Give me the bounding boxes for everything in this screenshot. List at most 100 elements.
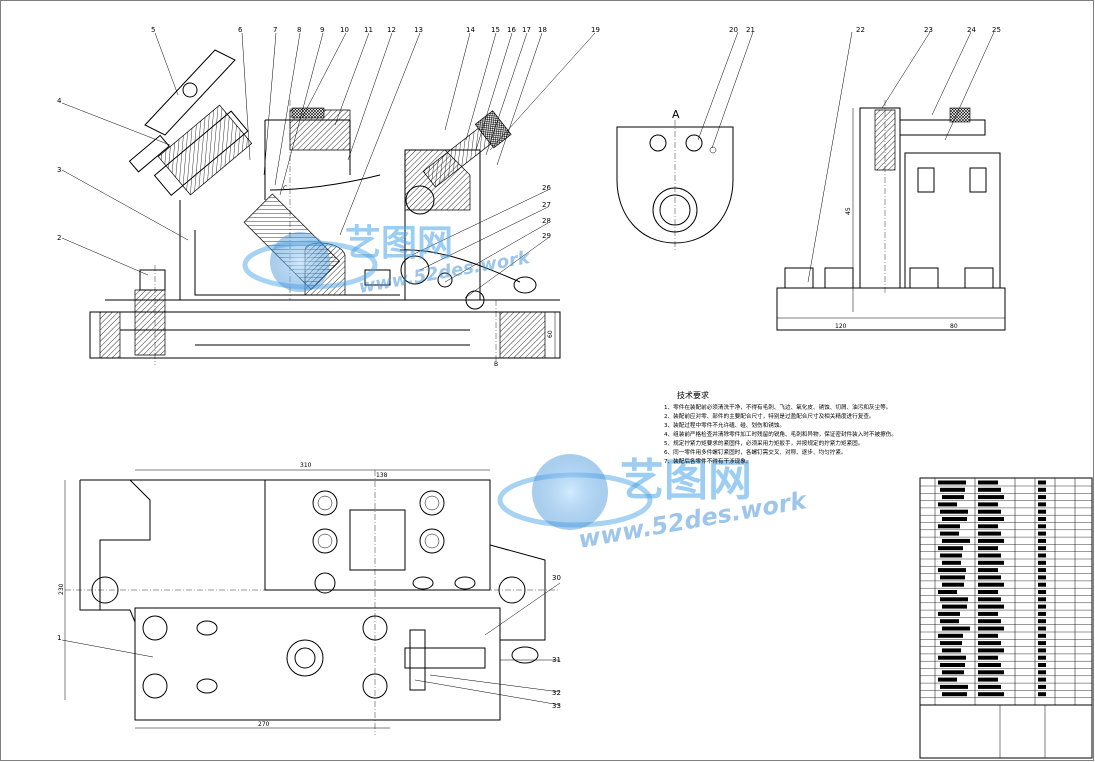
parts-list-cell-fill [978, 633, 998, 638]
part-label-6: 6 [238, 26, 243, 34]
parts-list-cell-fill [978, 677, 998, 682]
parts-list-cell-fill [1038, 611, 1046, 616]
parts-list-cell-fill [1038, 495, 1046, 500]
parts-list-cell-fill [938, 655, 966, 660]
parts-list-cell-fill [978, 546, 998, 551]
parts-list-cell-fill [942, 604, 967, 609]
parts-list-cell-fill [942, 582, 964, 587]
watermark-brand-top: 艺图网 [345, 223, 453, 264]
parts-list-cell-fill [978, 560, 1004, 565]
part-label-29: 29 [542, 232, 551, 240]
parts-list-cell-fill [1038, 531, 1046, 536]
parts-list-cell-fill [1038, 582, 1046, 587]
plan-view [61, 469, 561, 735]
parts-list-cell-fill [978, 604, 1004, 609]
part-label-4: 4 [57, 97, 62, 105]
parts-list-cell-fill [940, 641, 962, 646]
parts-list-cell-fill [938, 480, 966, 485]
requirements-title: 技术要求 [677, 390, 709, 400]
part-label-27: 27 [542, 201, 551, 209]
dim-height-label: 45 [845, 207, 852, 215]
parts-list-cell-fill [978, 641, 1001, 646]
parts-list-cell-fill [940, 663, 965, 667]
dim-front-width: 120 [835, 323, 847, 330]
parts-list-cell-fill [940, 487, 965, 492]
part-label-1: 1 [57, 634, 61, 642]
parts-list-cell-fill [978, 648, 1004, 653]
parts-list-cell-fill [1038, 648, 1046, 653]
parts-list-cell-fill [978, 590, 998, 594]
parts-list-cell-fill [978, 480, 998, 485]
parts-list-cell-fill [1038, 692, 1046, 697]
parts-list-cell-fill [978, 487, 1001, 492]
part-label-11: 11 [364, 26, 373, 34]
parts-list-cell-fill [978, 684, 1001, 689]
datum-b-label: B [494, 361, 498, 368]
parts-list-cell-fill [978, 553, 1001, 558]
parts-list-cell-fill [1038, 509, 1046, 514]
part-label-17: 17 [522, 26, 531, 34]
parts-list-cell-fill [1038, 670, 1046, 675]
parts-list-cell-fill [1038, 538, 1046, 543]
parts-list-cell-fill [938, 502, 957, 507]
part-label-20: 20 [729, 26, 738, 34]
parts-list-cell-fill [942, 495, 964, 500]
parts-list-cell-fill [1038, 546, 1046, 551]
parts-list-cell-fill [1038, 560, 1046, 565]
parts-list-cell-fill [1038, 590, 1046, 594]
parts-list-cell-fill [978, 619, 1001, 624]
part-label-25: 25 [992, 26, 1001, 34]
parts-list-cell-fill [940, 684, 968, 689]
front-view-leaders [61, 32, 596, 299]
parts-list-cell-fill [942, 538, 970, 543]
part-label-23: 23 [924, 26, 933, 34]
parts-list-cell-fill [1038, 517, 1046, 521]
parts-list-cell-fill [978, 495, 1004, 500]
requirement-line: 2、装配前应对零、部件的主要配合尺寸，特别是过盈配合尺寸及相关精度进行复查。 [664, 412, 875, 420]
parts-list-cell-fill [938, 633, 963, 638]
parts-list-cell-fill [940, 553, 962, 558]
parts-list-cell-fill [942, 626, 970, 631]
dimension-texts: 310 138 270 230 60 120 80 45 [58, 207, 958, 728]
parts-list-cell-fill [978, 568, 998, 573]
parts-list-cell-fill [938, 568, 966, 573]
part-label-33: 33 [552, 702, 561, 710]
parts-list-cell-fill [978, 517, 1004, 521]
parts-list-cell-fill [940, 597, 968, 602]
part-label-8: 8 [297, 26, 301, 34]
part-label-24: 24 [967, 26, 976, 34]
part-label-7: 7 [273, 26, 277, 34]
parts-list-cell-fill [978, 611, 998, 616]
parts-list-cell-fill [1038, 524, 1046, 529]
requirement-line: 4、组装前严格检查并清除零件加工时残留的锐角、毛刺和异物，保证密封件装入时不被擦… [664, 430, 897, 438]
part-label-10: 10 [340, 26, 349, 34]
parts-list-cell-fill [1038, 684, 1046, 689]
parts-list-cell-fill [1038, 597, 1046, 602]
parts-list-cell-fill [938, 611, 960, 616]
requirement-line: 1、零件在装配前必须清洗干净，不得有毛刺、飞边、氧化皮、锈蚀、切屑、油污和灰尘等… [664, 403, 891, 411]
part-label-19: 19 [591, 26, 600, 34]
parts-list-cell-fill [978, 524, 998, 529]
part-label-9: 9 [320, 26, 324, 34]
part-label-13: 13 [414, 26, 423, 34]
parts-list-cell-fill [942, 692, 967, 697]
balloon-labels: 5 4 3 2 6 7 8 9 10 11 12 13 14 15 16 17 … [57, 26, 1001, 710]
parts-list-cell-fill [978, 531, 1001, 536]
dim-inner-width: 138 [376, 472, 388, 479]
parts-list-cell-fill [1038, 626, 1046, 631]
parts-list-cell-fill [942, 517, 967, 521]
parts-list-cell-fill [1038, 487, 1046, 492]
front-view [89, 49, 561, 365]
part-label-31: 31 [552, 656, 561, 664]
requirement-line: 7、装配后各零件不得有干涉现象。 [664, 457, 751, 465]
parts-list-cell-fill [1038, 633, 1046, 638]
parts-list-cell-fill [1038, 502, 1046, 507]
part-label-32: 32 [552, 689, 561, 697]
parts-list-cell-fill [938, 546, 963, 551]
watermark-brand-center: 艺图网 [620, 455, 752, 506]
parts-list-cell-fill [1038, 604, 1046, 609]
parts-list-cell-fill [978, 509, 1001, 514]
parts-list-cell-fill [978, 502, 998, 507]
parts-list-cell-fill [938, 590, 957, 594]
